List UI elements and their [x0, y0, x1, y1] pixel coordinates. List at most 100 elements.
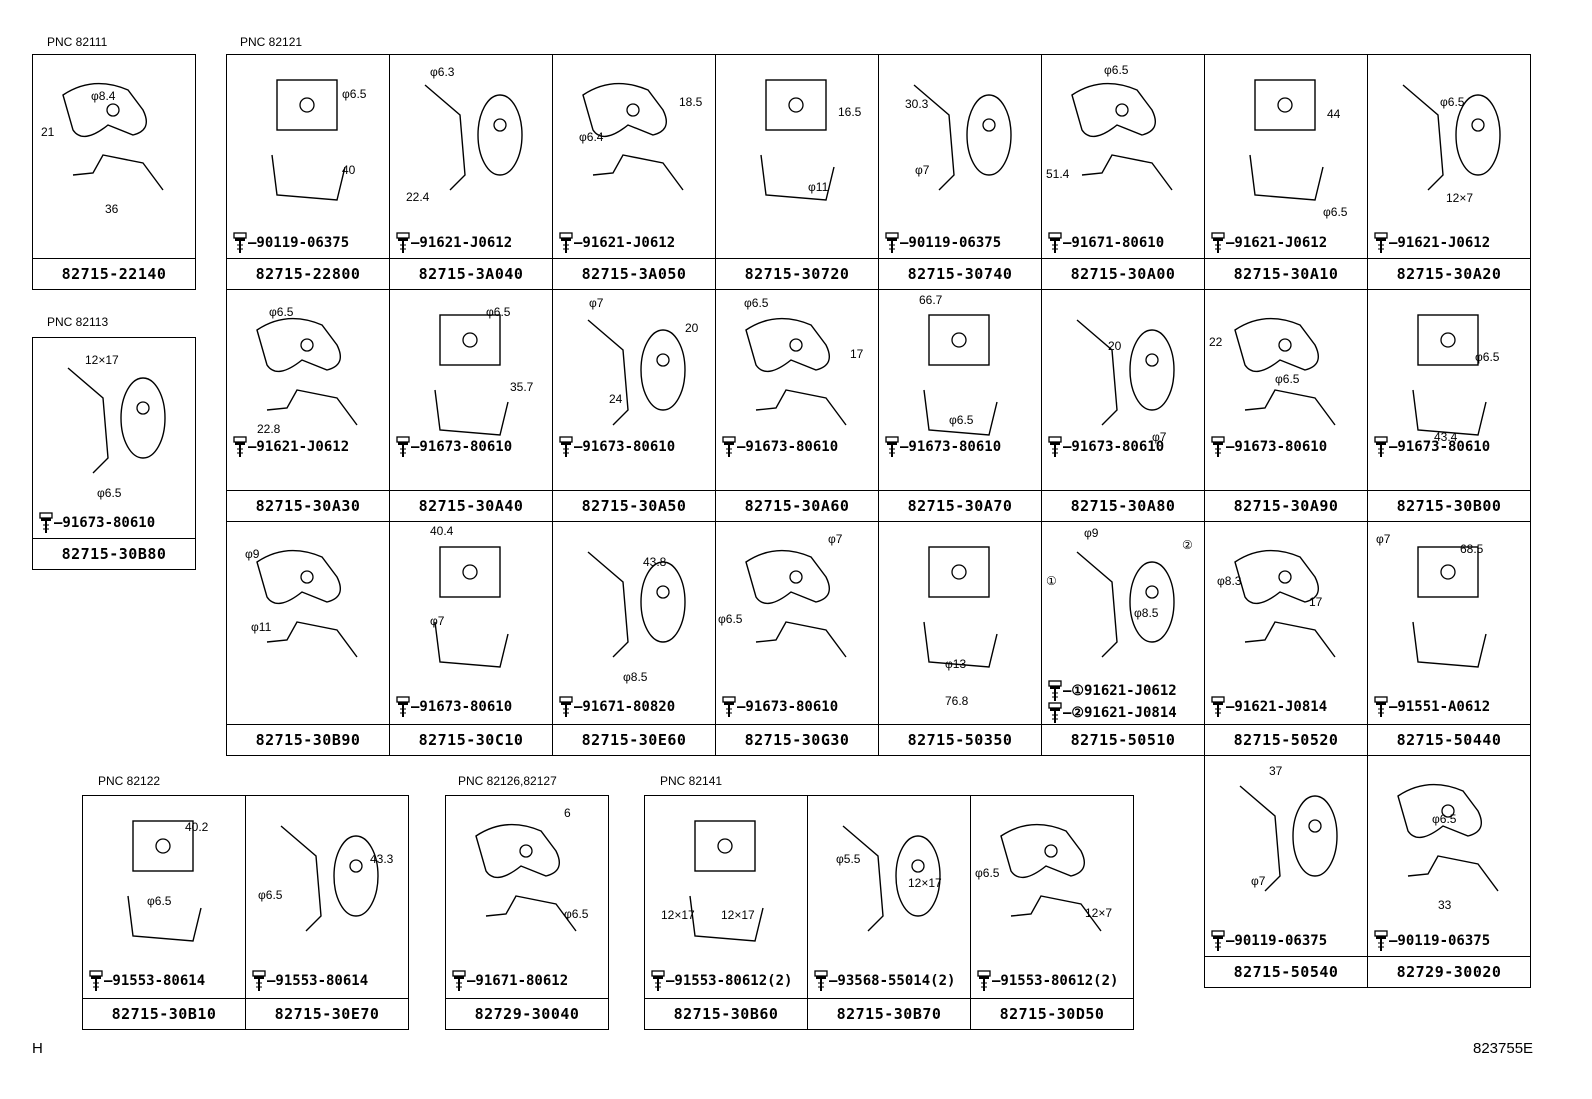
bolt-part-number: —91673-80610	[411, 699, 513, 715]
dimension-label: 12×17	[85, 353, 119, 367]
part-number-label[interactable]: 82715-30A20	[1368, 258, 1530, 289]
bracket-drawing	[424, 84, 523, 191]
part-number-label[interactable]: 82729-30040	[446, 998, 608, 1029]
bracket-drawing	[923, 546, 998, 668]
dimension-label: φ6.5	[1475, 350, 1500, 364]
bolt-callout: —91673-80610	[396, 436, 512, 458]
dimension-label: 35.7	[510, 380, 534, 394]
part-number-label[interactable]: 82715-30A40	[390, 490, 552, 521]
dimension-label: 17	[850, 347, 864, 361]
dimension-label: ②	[1182, 538, 1193, 552]
part-number-label[interactable]: 82715-30A30	[227, 490, 389, 521]
bolt-callout: —①91621-J0612	[1048, 680, 1177, 702]
part-number-label[interactable]: 82715-30B70	[808, 998, 970, 1029]
part-number-label[interactable]: 82715-22140	[33, 258, 195, 289]
part-number-label[interactable]: 82715-30D50	[971, 998, 1133, 1029]
part-number-label[interactable]: 82715-30E60	[553, 724, 715, 755]
part-number-label[interactable]: 82715-30B10	[83, 998, 245, 1029]
dimension-label: φ6.5	[1275, 372, 1300, 386]
part-number-label[interactable]: 82715-30A60	[716, 490, 878, 521]
part-number-label[interactable]: 82715-50350	[879, 724, 1041, 755]
part-number-label[interactable]: 82715-30G30	[716, 724, 878, 755]
part-number-label[interactable]: 82715-30A90	[1205, 490, 1367, 521]
part-number-label[interactable]: 82715-30720	[716, 258, 878, 289]
part-number-label[interactable]: 82715-3A050	[553, 258, 715, 289]
dimension-label: 20	[1108, 339, 1122, 353]
part-number-label[interactable]: 82715-30A70	[879, 490, 1041, 521]
part-number-label[interactable]: 82715-50540	[1205, 956, 1367, 987]
part-number-label[interactable]: 82715-30B80	[33, 538, 195, 569]
part-number-label[interactable]: 82715-30A00	[1042, 258, 1204, 289]
part-number-label[interactable]: 82715-3A040	[390, 258, 552, 289]
bracket-drawing	[434, 314, 509, 436]
bolt-part-number: —91621-J0612	[411, 235, 513, 251]
bracket-drawing	[587, 551, 686, 658]
bracket-drawing	[587, 319, 686, 426]
bolt-part-number: —①91621-J0612	[1063, 683, 1177, 699]
dimension-label: 37	[1269, 764, 1283, 778]
dimension-label: φ11	[808, 180, 829, 194]
bolt-part-number: —91673-80610	[1063, 439, 1165, 455]
dimension-label: 40	[342, 163, 356, 177]
dimension-label: 17	[1309, 595, 1323, 609]
part-number-label[interactable]: 82715-30C10	[390, 724, 552, 755]
bolt-callout: —91551-A0612	[1374, 696, 1490, 718]
dimension-label: 36	[105, 202, 119, 216]
bolt-callout: —91621-J0612	[396, 232, 512, 254]
part-cell: 20 φ7—91673-80610 82715-30A80	[1041, 289, 1205, 522]
bolt-callout: —93568-55014(2)	[814, 970, 955, 992]
part-number-label[interactable]: 82715-30B90	[227, 724, 389, 755]
bracket-drawing	[913, 84, 1012, 191]
part-number-label[interactable]: 82729-30020	[1368, 956, 1530, 987]
bracket-drawing	[127, 820, 202, 942]
bracket-drawing	[434, 546, 509, 668]
bolt-part-number: —93568-55014(2)	[829, 973, 956, 989]
part-number-label[interactable]: 82715-50440	[1368, 724, 1530, 755]
pnc-label-82141: PNC 82141	[660, 774, 723, 788]
bolt-callout: —91621-J0612	[233, 436, 349, 458]
dimension-label: φ6.5	[564, 907, 589, 921]
bolt-callout: —91673-80610	[396, 696, 512, 718]
part-number-label[interactable]: 82715-30740	[879, 258, 1041, 289]
dimension-label: 12×7	[1085, 906, 1113, 920]
dimension-label: φ6.5	[949, 413, 974, 427]
bolt-callout: —91673-80610	[1048, 436, 1164, 458]
dimension-label: 22.4	[406, 190, 430, 204]
part-number-label[interactable]: 82715-50510	[1042, 724, 1204, 755]
dimension-label: 76.8	[945, 694, 969, 708]
dimension-label: 43.3	[370, 852, 394, 866]
bracket-drawing	[842, 825, 941, 932]
bolt-callout: —91673-80610	[559, 436, 675, 458]
part-number-label[interactable]: 82715-30A50	[553, 490, 715, 521]
part-number-label[interactable]: 82715-22800	[227, 258, 389, 289]
part-number-label[interactable]: 82715-50520	[1205, 724, 1367, 755]
part-number-label[interactable]: 82715-30E70	[246, 998, 408, 1029]
pnc-label-82126-82127: PNC 82126,82127	[458, 774, 557, 788]
bracket-drawing	[1234, 317, 1336, 426]
dimension-label: 51.4	[1046, 167, 1070, 181]
dimension-label: 68.5	[1460, 542, 1484, 556]
part-number-label[interactable]: 82715-30B00	[1368, 490, 1530, 521]
part-number-label[interactable]: 82715-30A80	[1042, 490, 1204, 521]
part-number-label[interactable]: 82715-30A10	[1205, 258, 1367, 289]
dimension-label: φ9	[245, 547, 260, 561]
part-number-label[interactable]: 82715-30B60	[645, 998, 807, 1029]
dimension-label: φ7	[1152, 430, 1167, 444]
dimension-label: 21	[41, 125, 55, 139]
bolt-callout: —90119-06375	[1211, 930, 1327, 952]
dimension-label: φ6.5	[97, 486, 122, 500]
dimension-label: 18.5	[679, 95, 703, 109]
bolt-part-number: —91673-80610	[737, 439, 839, 455]
bolt-callout: —91621-J0612	[1211, 232, 1327, 254]
pnc-label-82111: PNC 82111	[47, 35, 108, 49]
